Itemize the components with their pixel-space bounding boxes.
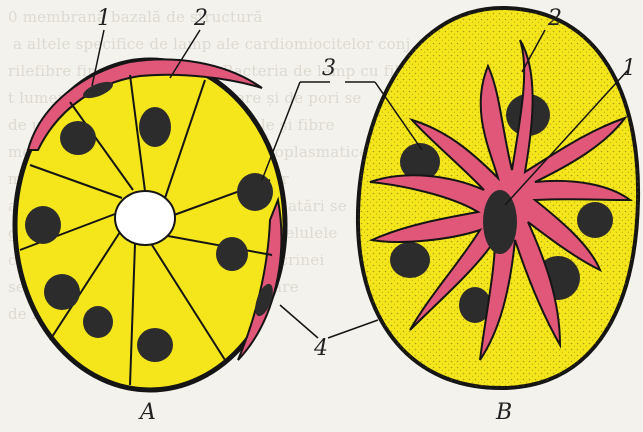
alveolus-surface-view	[358, 8, 638, 388]
label-4: 4	[314, 338, 328, 360]
label-1-top-right: 1	[622, 58, 636, 80]
panel-caption-b: B	[496, 402, 512, 424]
nucleus	[577, 202, 613, 238]
alveolar-lumen	[115, 191, 175, 245]
nucleus	[390, 242, 430, 278]
label-2-top-right: 2	[548, 8, 562, 30]
nucleus	[60, 121, 96, 155]
panel-caption-a: A	[140, 402, 156, 424]
basket-cell-nucleus	[483, 190, 517, 254]
nucleus	[137, 328, 173, 362]
nucleus	[44, 274, 80, 310]
nucleus	[25, 206, 61, 244]
label-2-top-left: 2	[194, 8, 208, 30]
nucleus	[139, 107, 171, 147]
nucleus	[83, 306, 113, 338]
nucleus	[237, 173, 273, 211]
label-3: 3	[322, 58, 336, 80]
nucleus	[216, 237, 248, 271]
alveolus-cross-section	[15, 59, 285, 390]
label-1-top-left: 1	[97, 8, 111, 30]
